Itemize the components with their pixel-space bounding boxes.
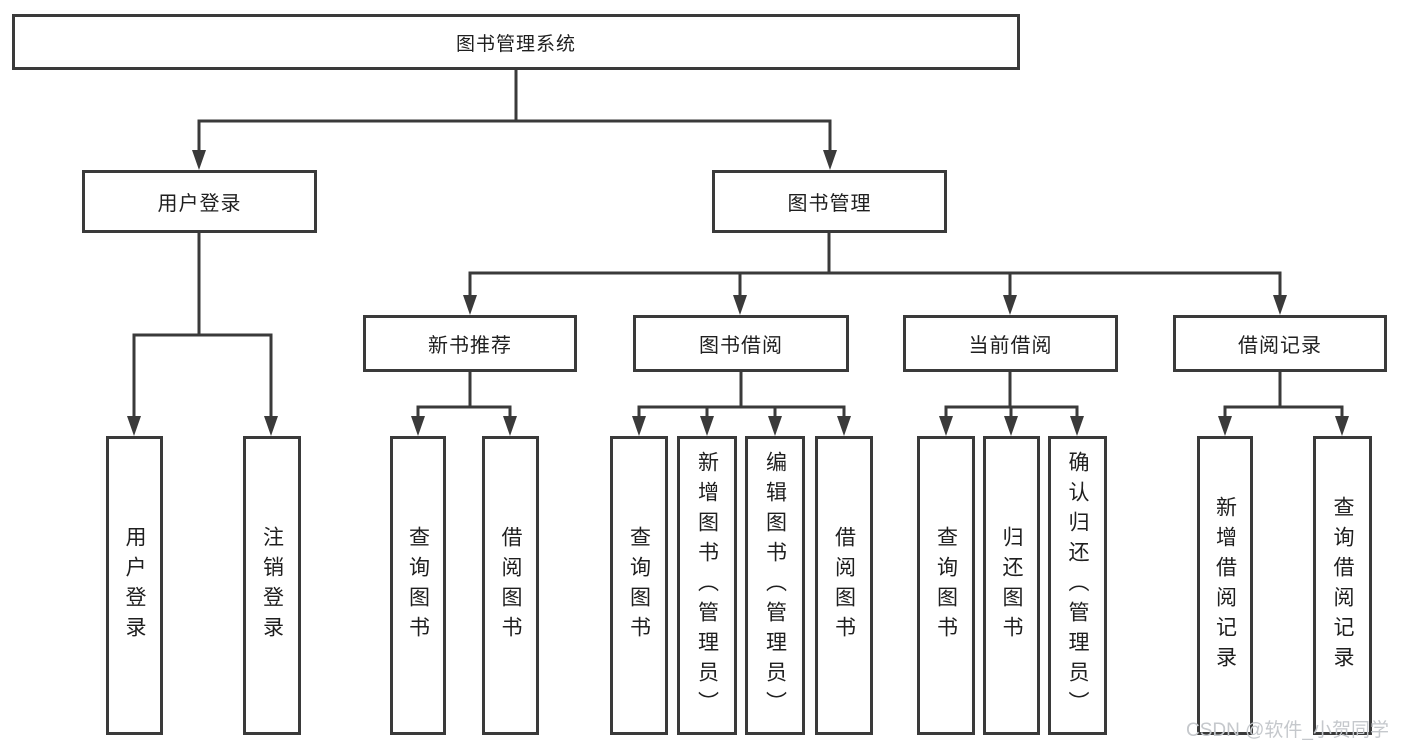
leaf-query-borrow-record: 查询借阅记录 — [1313, 436, 1372, 735]
leaf-user-login: 用户登录 — [106, 436, 163, 735]
leaf-add-book: 新增图书（管理员） — [677, 436, 737, 735]
leaf-confirm-return: 确认归还（管理员） — [1048, 436, 1107, 735]
leaf-borrow-book-label: 借阅图书 — [832, 525, 856, 646]
node-user-login: 用户登录 — [82, 170, 317, 233]
leaf-query-book-borrow: 查询图书 — [610, 436, 668, 735]
leaf-borrow-book-recommend: 借阅图书 — [482, 436, 539, 735]
node-user-login-label: 用户登录 — [157, 193, 242, 215]
node-new-book-recommend: 新书推荐 — [363, 315, 577, 372]
leaf-return-book-label: 归还图书 — [1000, 525, 1023, 646]
leaf-confirm-return-label: 确认归还（管理员） — [1066, 450, 1089, 721]
leaf-edit-book-label: 编辑图书（管理员） — [763, 450, 787, 721]
leaf-borrow-book-recommend-label: 借阅图书 — [499, 525, 522, 646]
leaf-query-borrow-record-label: 查询借阅记录 — [1331, 495, 1354, 676]
node-root-label: 图书管理系统 — [455, 33, 576, 55]
leaf-query-book-current-label: 查询图书 — [934, 525, 958, 646]
leaf-add-borrow-record: 新增借阅记录 — [1197, 436, 1253, 735]
arrowheads — [127, 150, 1349, 436]
node-current-borrow-label: 当前借阅 — [968, 335, 1053, 357]
leaf-query-book-recommend-label: 查询图书 — [406, 525, 430, 646]
leaf-query-book-current: 查询图书 — [917, 436, 975, 735]
node-book-borrow: 图书借阅 — [633, 315, 849, 372]
leaf-add-book-label: 新增图书（管理员） — [695, 450, 719, 721]
leaf-user-login-label: 用户登录 — [123, 525, 146, 646]
node-borrow-records-label: 借阅记录 — [1238, 335, 1322, 357]
node-book-management: 图书管理 — [712, 170, 947, 233]
node-book-borrow-label: 图书借阅 — [699, 335, 783, 357]
node-borrow-records: 借阅记录 — [1173, 315, 1387, 372]
leaf-logout: 注销登录 — [243, 436, 301, 735]
node-book-management-label: 图书管理 — [787, 193, 872, 215]
leaf-logout-label: 注销登录 — [260, 525, 284, 646]
node-current-borrow: 当前借阅 — [903, 315, 1118, 372]
leaf-edit-book: 编辑图书（管理员） — [745, 436, 805, 735]
leaf-query-book-recommend: 查询图书 — [390, 436, 446, 735]
node-root: 图书管理系统 — [12, 14, 1020, 70]
leaf-return-book: 归还图书 — [983, 436, 1040, 735]
csdn-watermark: CSDN @软件_小贺同学 — [1186, 720, 1389, 741]
leaf-add-borrow-record-label: 新增借阅记录 — [1213, 495, 1237, 676]
leaf-query-book-borrow-label: 查询图书 — [627, 525, 651, 646]
node-new-book-recommend-label: 新书推荐 — [428, 335, 512, 357]
leaf-borrow-book: 借阅图书 — [815, 436, 873, 735]
